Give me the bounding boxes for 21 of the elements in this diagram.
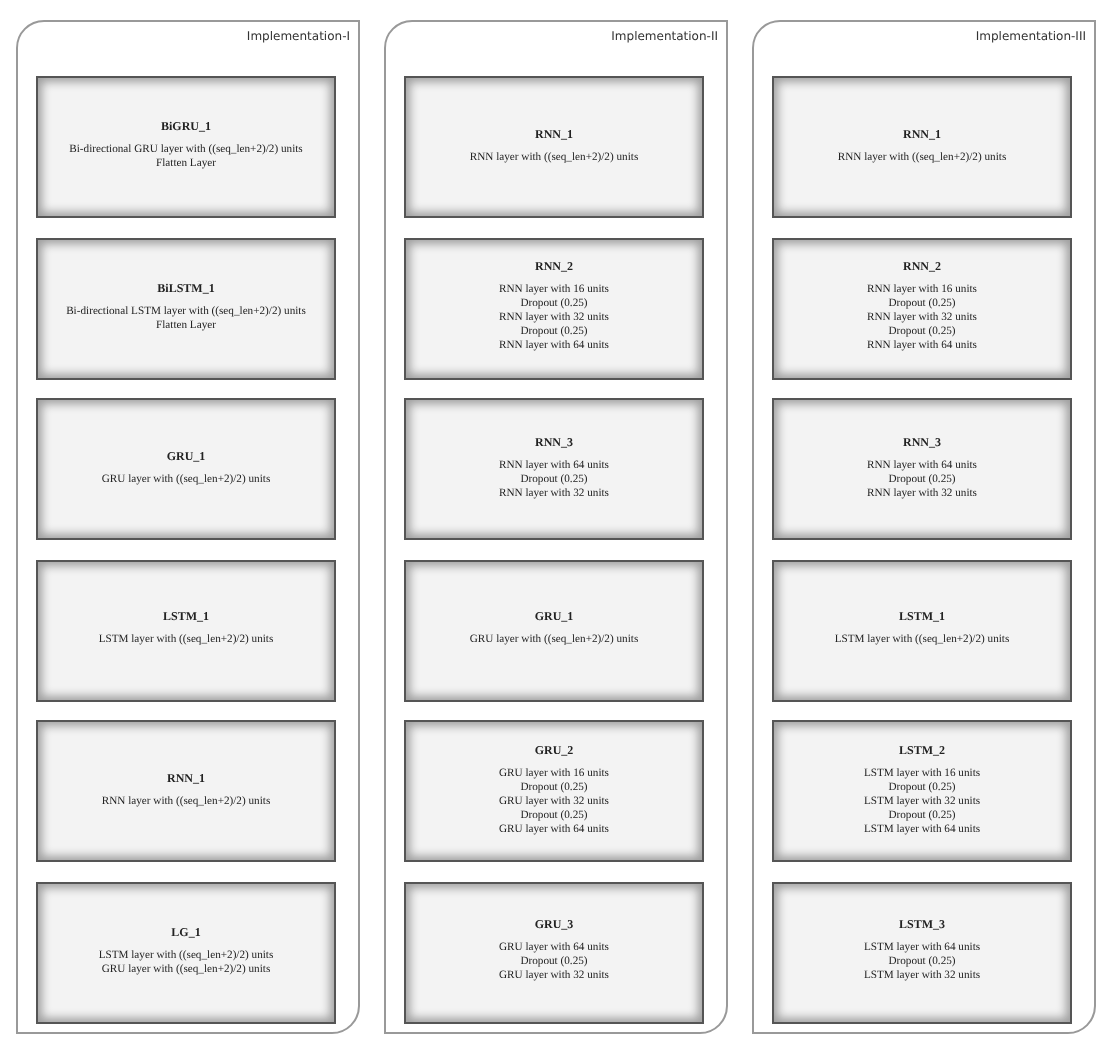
implementation-panel <box>16 20 360 1034</box>
layer-box <box>404 237 704 379</box>
layer-box <box>404 720 704 862</box>
layer-box <box>772 76 1072 218</box>
implementation-panel <box>384 20 728 1034</box>
layer-box <box>772 881 1072 1023</box>
layer-box <box>772 559 1072 701</box>
layer-box <box>36 720 336 862</box>
layer-box <box>404 881 704 1023</box>
implementation-panel <box>752 20 1096 1034</box>
layer-box <box>404 398 704 540</box>
layer-box <box>772 237 1072 379</box>
layer-box <box>36 76 336 218</box>
layer-box <box>404 76 704 218</box>
layer-box <box>404 559 704 701</box>
layer-box <box>772 720 1072 862</box>
layer-box <box>36 881 336 1023</box>
layer-box <box>36 398 336 540</box>
layer-box <box>36 559 336 701</box>
layer-box <box>36 237 336 379</box>
layer-box <box>772 398 1072 540</box>
